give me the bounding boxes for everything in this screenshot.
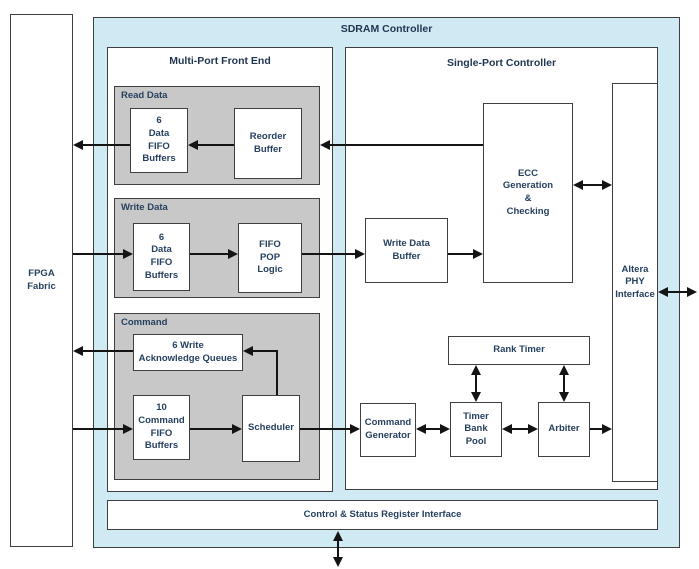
arrow-cmd-gen-tbp-left-head	[416, 424, 426, 434]
arrow-scheduler-to-ack-vertical-shaft	[276, 350, 278, 395]
rank-timer-label: Rank Timer	[493, 344, 545, 356]
write-acknowledge-queues-box: 6 Write Acknowledge Queues	[133, 334, 243, 371]
command-fifo-buffers-label: 10 Command FIFO Buffers	[138, 402, 185, 452]
arrow-cmd-fifo-to-scheduler-shaft	[190, 428, 232, 430]
scheduler-label: Scheduler	[248, 422, 294, 434]
arrow-write-buffer-to-ecc-shaft	[448, 253, 473, 255]
arbiter-label: Arbiter	[548, 423, 580, 435]
rank-timer-box: Rank Timer	[448, 336, 590, 365]
fifo-pop-logic-box: FIFO POP Logic	[238, 223, 302, 293]
arrow-scheduler-to-ack-horizontal-shaft	[253, 350, 278, 352]
altera-phy-interface-box: Altera PHY Interface	[612, 83, 658, 482]
arrow-write-fifo-to-pop-head	[228, 249, 238, 259]
command-label: Command	[121, 317, 168, 328]
arrow-tbp-arbiter-right-head	[528, 424, 538, 434]
command-fifo-buffers-box: 10 Command FIFO Buffers	[133, 395, 190, 460]
arrow-ecc-to-read-data-head	[320, 140, 330, 150]
csr-interface-label: Control & Status Register Interface	[303, 508, 462, 520]
command-generator-box: Command Generator	[360, 403, 416, 457]
arrow-phy-external-shaft	[666, 291, 689, 293]
arrow-read-fifo-to-fpga-shaft	[83, 144, 130, 146]
write-data-label: Write Data	[121, 202, 168, 213]
arrow-pop-to-write-buffer-shaft	[302, 253, 355, 255]
scheduler-box: Scheduler	[242, 395, 300, 462]
timer-bank-pool-box: Timer Bank Pool	[450, 402, 502, 457]
read-data-fifo-buffers-label: 6 Data FIFO Buffers	[142, 115, 176, 165]
timer-bank-pool-label: Timer Bank Pool	[463, 410, 489, 447]
arrow-scheduler-to-cmd-gen-shaft	[300, 428, 350, 430]
csr-interface-box: Control & Status Register Interface	[107, 500, 658, 530]
ecc-generation-checking-box: ECC Generation & Checking	[483, 103, 573, 283]
arrow-cmd-gen-tbp-shaft	[424, 428, 442, 430]
arrow-phy-external-left-head	[658, 287, 668, 297]
fpga-fabric-label: FPGA Fabric	[27, 267, 56, 292]
arrow-rank-timer-arbiter-down-head	[559, 392, 569, 402]
arrow-ack-to-fpga-head	[73, 346, 83, 356]
arrow-arbiter-to-phy-shaft	[590, 428, 604, 430]
ecc-generation-checking-label: ECC Generation & Checking	[502, 167, 554, 217]
write-acknowledge-queues-label: 6 Write Acknowledge Queues	[138, 339, 238, 364]
arrow-fpga-to-write-fifo-head	[123, 249, 133, 259]
altera-phy-interface-label: Altera PHY Interface	[615, 263, 655, 300]
sdram-controller-title: SDRAM Controller	[340, 23, 433, 35]
single-port-controller-title: Single-Port Controller	[446, 57, 557, 69]
arrow-tbp-arbiter-left-head	[502, 424, 512, 434]
arrow-csr-external-down-head	[333, 557, 343, 567]
arrow-reorder-to-read-fifo-shaft	[198, 144, 234, 146]
write-data-buffer-label: Write Data Buffer	[383, 237, 430, 262]
write-data-fifo-buffers-label: 6 Data FIFO Buffers	[144, 231, 179, 281]
multi-port-front-end-title: Multi-Port Front End	[169, 55, 271, 67]
fpga-fabric-box: FPGA Fabric	[10, 14, 73, 547]
arrow-phy-external-right-head	[687, 287, 697, 297]
arrow-tbp-arbiter-shaft	[510, 428, 530, 430]
arrow-fpga-to-cmd-fifo-head	[123, 424, 133, 434]
command-generator-label: Command Generator	[364, 417, 412, 441]
arrow-rank-timer-arbiter-up-head	[559, 365, 569, 375]
arbiter-box: Arbiter	[538, 402, 590, 457]
arrow-csr-external-shaft	[337, 539, 339, 559]
arrow-rank-timer-tbp-down-head	[471, 392, 481, 402]
write-data-fifo-buffers-box: 6 Data FIFO Buffers	[133, 223, 190, 291]
arrow-arbiter-to-phy-head	[602, 424, 612, 434]
arrow-ecc-phy-shaft	[581, 184, 604, 186]
arrow-pop-to-write-buffer-head	[355, 249, 365, 259]
arrow-rank-timer-tbp-up-head	[471, 365, 481, 375]
arrow-cmd-fifo-to-scheduler-head	[232, 424, 242, 434]
arrow-ecc-phy-left-head	[573, 180, 583, 190]
write-data-buffer-box: Write Data Buffer	[365, 218, 448, 283]
fifo-pop-logic-label: FIFO POP Logic	[257, 239, 283, 276]
arrow-write-buffer-to-ecc-head	[473, 249, 483, 259]
arrow-read-fifo-to-fpga-head	[73, 140, 83, 150]
read-data-label: Read Data	[121, 90, 168, 101]
arrow-scheduler-to-ack-head	[243, 346, 253, 356]
arrow-ack-to-fpga-shaft	[83, 350, 133, 352]
arrow-reorder-to-read-fifo-head	[188, 140, 198, 150]
arrow-rank-timer-tbp-shaft	[475, 373, 477, 394]
arrow-cmd-gen-tbp-right-head	[440, 424, 450, 434]
arrow-ecc-phy-right-head	[602, 180, 612, 190]
reorder-buffer-box: Reorder Buffer	[234, 108, 302, 179]
read-data-fifo-buffers-box: 6 Data FIFO Buffers	[130, 108, 188, 173]
arrow-scheduler-to-cmd-gen-head	[350, 424, 360, 434]
arrow-rank-timer-arbiter-shaft	[563, 373, 565, 394]
arrow-fpga-to-write-fifo-shaft	[73, 253, 123, 255]
arrow-ecc-to-read-data-shaft	[330, 144, 483, 146]
arrow-write-fifo-to-pop-shaft	[190, 253, 228, 255]
arrow-fpga-to-cmd-fifo-shaft	[73, 428, 123, 430]
arrow-csr-external-up-head	[333, 531, 343, 541]
reorder-buffer-label: Reorder Buffer	[249, 130, 287, 155]
